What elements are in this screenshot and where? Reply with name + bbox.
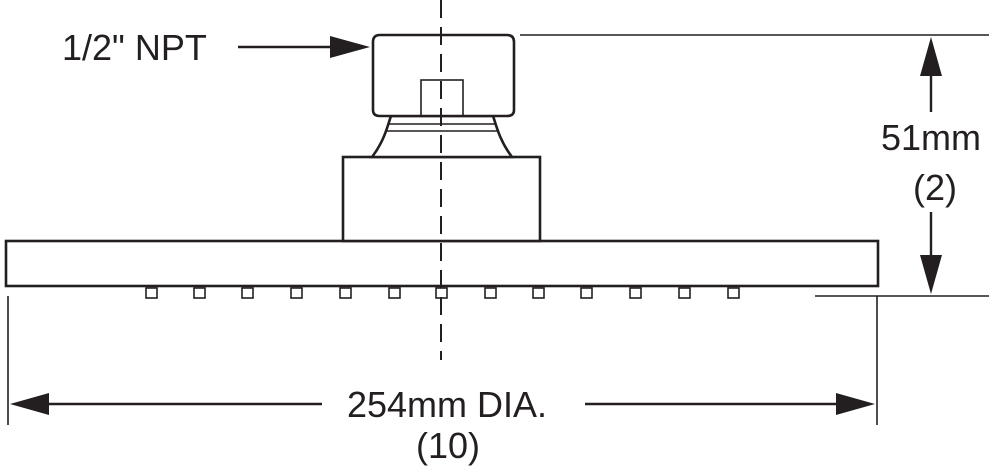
diameter-arrow-right <box>836 393 875 415</box>
height-in-label: (2) <box>913 167 957 208</box>
inlet-label: 1/2" NPT <box>62 27 207 68</box>
nozzle <box>193 287 206 299</box>
nozzle <box>145 287 158 299</box>
nozzle-row <box>145 287 740 299</box>
nozzle <box>727 287 740 299</box>
nozzle <box>629 287 642 299</box>
nozzle <box>339 287 352 299</box>
nozzle <box>435 287 448 299</box>
nozzle <box>580 287 593 299</box>
nozzle <box>532 287 545 299</box>
inlet-arrow-head <box>330 36 370 58</box>
height-mm-label: 51mm <box>881 117 981 158</box>
height-arrow-up <box>920 37 942 76</box>
npt-fitting <box>371 33 516 118</box>
nozzle <box>484 287 497 299</box>
diameter-mm-label: 254mm DIA. <box>347 384 547 425</box>
nozzle <box>241 287 254 299</box>
diameter-arrow-left <box>10 393 49 415</box>
diameter-in-label: (10) <box>416 425 480 466</box>
nozzle <box>290 287 303 299</box>
nozzle <box>388 287 401 299</box>
height-arrow-down <box>920 255 942 294</box>
nozzle <box>678 287 691 299</box>
